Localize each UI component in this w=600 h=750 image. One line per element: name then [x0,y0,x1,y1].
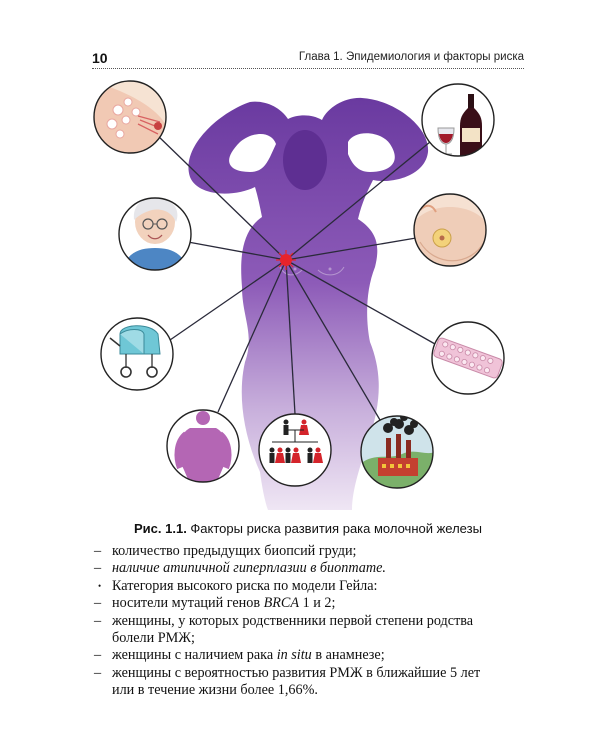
family-tree-icon [258,413,332,487]
contraceptive-pills-icon [431,321,505,395]
list-item: – женщины, у которых родственники первой… [92,613,532,648]
silhouette-head [283,130,327,190]
list-dash: – [94,612,102,629]
list-dash: – [94,647,102,664]
list-item-continuation: болели РМЖ; [112,630,195,647]
list-item: – женщины с наличием рака in situ в анам… [92,647,532,664]
list-item: – наличие атипичной гиперплазии в биопта… [92,560,532,577]
list-item: – количество предыдущих биопсий груди; [92,543,532,560]
list-item-text-end: 1 и 2; [299,595,336,612]
list-item-text: женщины с наличием рака [112,647,277,664]
list-item-text-end: в анамнезе; [311,647,385,664]
baby-stroller-icon [100,317,174,391]
page-number: 10 [92,50,108,66]
list-item-text: количество предыдущих биопсий груди; [112,543,357,559]
breast-lump-icon [413,193,487,267]
focus-point [276,250,296,270]
list-item-text: наличие атипичной гиперплазии в биоптате… [112,560,386,577]
elderly-woman-icon [118,197,192,271]
header-dotted-rule [92,68,524,69]
list-item-latin-term: in situ [276,647,312,664]
list-item-text: Категория высокого риска по модели Гейла… [112,577,378,594]
wine-alcohol-icon [421,83,495,157]
caption-label: Рис. 1.1. [134,521,187,536]
list-item-gene-name: BRCA [263,595,300,612]
list-dash: – [94,560,102,577]
woman-silhouette [188,97,429,511]
caption-text: Факторы риска развития рака молочной жел… [186,521,482,536]
figure-caption: Рис. 1.1. Факторы риска развития рака мо… [134,521,514,536]
page-header: 10 Глава 1. Эпидемиология и факторы риск… [92,50,524,70]
list-item: – женщины с вероятностью развития РМЖ в … [92,665,532,700]
obese-woman-icon [166,409,240,483]
list-item: – носители мутаций генов BRCA 1 и 2; [92,595,532,612]
list-bullet: • [98,580,102,591]
list-item-text: женщины с вероятностью развития РМЖ в бл… [112,664,481,681]
list-item: • Категория высокого риска по модели Гей… [92,578,532,595]
list-item-text: женщины, у которых родственники первой с… [112,612,474,629]
risk-factors-figure [90,72,530,512]
list-dash: – [94,664,102,681]
connector-lines [155,133,436,421]
risk-factors-illustration [93,80,505,511]
running-head: Глава 1. Эпидемиология и факторы риска [298,51,524,63]
list-dash: – [94,543,102,559]
risk-factor-list: – количество предыдущих биопсий груди; –… [92,543,532,700]
factory-pollution-icon [360,415,434,489]
list-item-continuation: или в течение жизни более 1,66%. [112,682,318,699]
dense-breast-tissue-icon [93,80,167,154]
list-item-text: носители мутаций генов [112,595,264,612]
list-dash: – [94,595,102,612]
